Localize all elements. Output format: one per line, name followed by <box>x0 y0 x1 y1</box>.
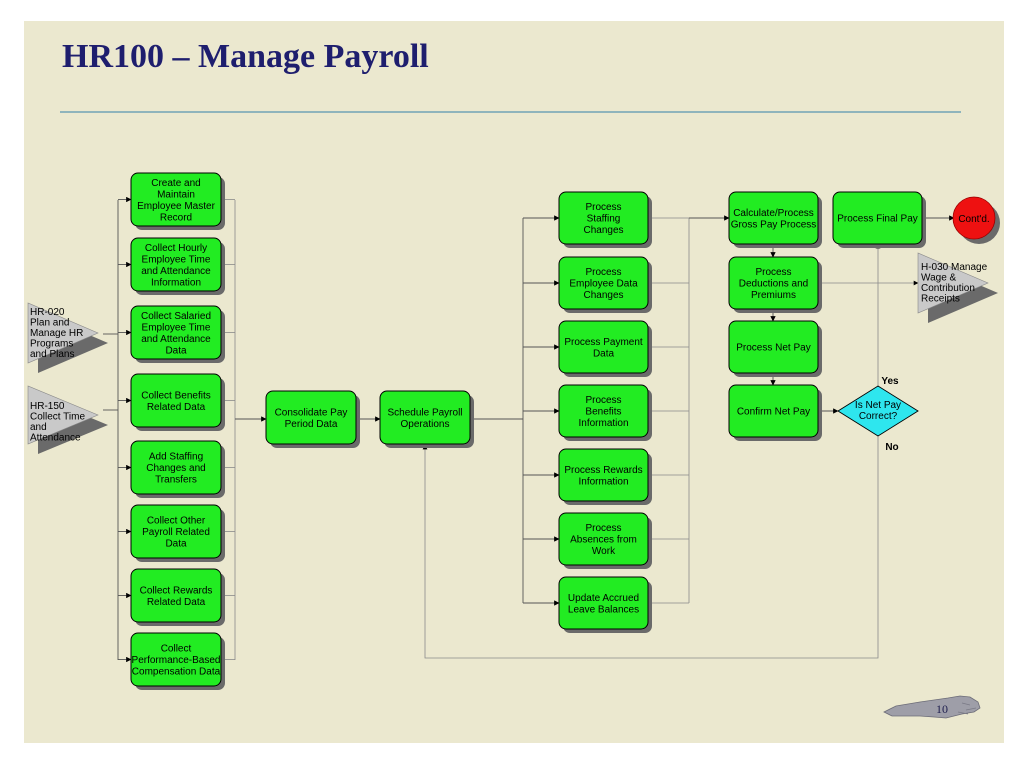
north-carolina-state-map-icon <box>883 695 981 719</box>
connector-line <box>422 436 879 659</box>
decision-no-label: No <box>885 442 898 453</box>
connector-lines <box>103 196 955 663</box>
input-hr150-shape <box>27 385 108 454</box>
output-h030-shape <box>917 252 998 323</box>
process-final-pay-box-label: Process Final Pay <box>837 214 918 225</box>
page-number: 10 <box>936 702 948 716</box>
calc-box-3: Process Net Pay <box>728 320 822 377</box>
calc-box-4: Confirm Net Pay <box>728 384 822 441</box>
continued-connector: Cont'd. <box>952 196 1000 244</box>
input-hr020-shape <box>27 302 108 373</box>
calc-box-3-label: Process Net Pay <box>736 343 810 354</box>
continued-label: Cont'd. <box>958 214 989 225</box>
page-title: HR100 – Manage Payroll <box>62 38 429 75</box>
title-divider <box>60 111 961 113</box>
process-final-pay-box: Process Final Pay <box>832 191 926 248</box>
calc-box-4-label: Confirm Net Pay <box>737 407 810 418</box>
decision-yes-label: Yes <box>881 376 899 387</box>
